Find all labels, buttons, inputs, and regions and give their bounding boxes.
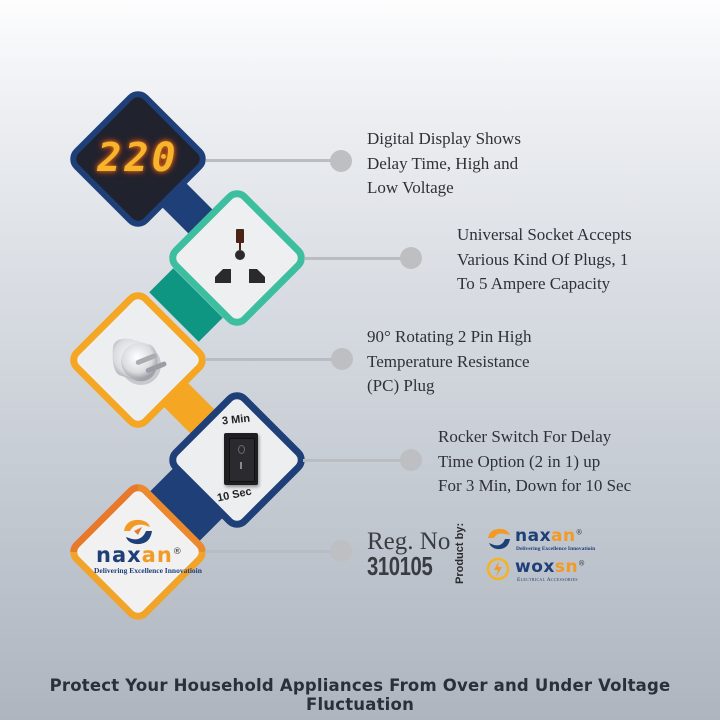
- led-display-value: 220: [97, 135, 179, 181]
- product-by-label: Product by:: [454, 522, 466, 584]
- reg-label: Reg. No: [367, 528, 451, 555]
- feature-text-display: Digital Display Shows Delay Time, High a…: [367, 129, 521, 197]
- connector-dot-3: [331, 348, 353, 370]
- connector-line-4: [303, 459, 403, 462]
- feature-text-socket: Universal Socket Accepts Various Kind Of…: [457, 225, 632, 293]
- connector-line-3: [205, 358, 338, 361]
- connector-line-5: [205, 550, 335, 553]
- connector-dot-2: [400, 247, 422, 269]
- led-display-icon: 220: [88, 133, 188, 183]
- connector-dot-4: [400, 449, 422, 471]
- switch-off-mark: [238, 445, 245, 454]
- woxsn-bolt-icon: [486, 557, 510, 581]
- rocker-switch-icon[interactable]: [224, 433, 258, 485]
- switch-on-mark: [240, 462, 242, 469]
- reg-number: 310105: [367, 551, 433, 581]
- woxsn-wordmark: woxsn®: [515, 557, 586, 577]
- naxan-product-wordmark: naxan®: [515, 526, 584, 546]
- connector-line-1: [206, 159, 336, 162]
- feature-text-plug: 90° Rotating 2 Pin High Temperature Resi…: [367, 327, 532, 395]
- footer-headline: Protect Your Household Appliances From O…: [49, 676, 671, 714]
- two-pin-plug-icon: [96, 325, 186, 395]
- naxan-wordmark: naxan®: [96, 543, 183, 567]
- connector-line-2: [305, 257, 403, 260]
- feature-text-switch: Rocker Switch For Delay Time Option (2 i…: [438, 427, 632, 495]
- naxan-product-tagline: Delivering Excellence Innovatioin: [516, 546, 596, 552]
- connector-dot-1: [330, 150, 352, 172]
- naxan-logo-icon: [114, 517, 174, 557]
- naxan-swoosh-icon: [488, 528, 510, 550]
- universal-socket-icon: [195, 220, 285, 300]
- naxan-tagline: Delivering Excellence Innovatioin: [94, 566, 202, 575]
- woxsn-tagline: Electrical Accessories: [517, 577, 578, 583]
- connector-dot-5: [330, 540, 352, 562]
